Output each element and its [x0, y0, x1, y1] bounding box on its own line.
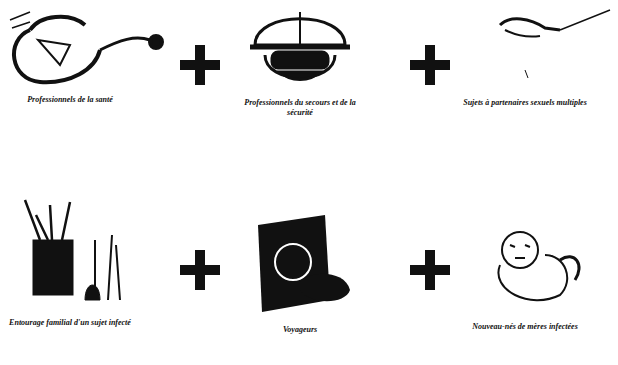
pens: [25, 200, 70, 240]
passport-drawing: [258, 215, 350, 312]
passport-emblem: [275, 244, 311, 280]
hand-detail: [525, 70, 528, 78]
baby-head: [502, 232, 538, 268]
goggles: [272, 52, 328, 68]
hand-outline: [505, 30, 540, 37]
stethoscope-chest-piece: [150, 36, 162, 48]
face-mask: [280, 72, 320, 80]
caption-label: Voyageurs: [235, 325, 365, 335]
plus-symbol: [425, 250, 435, 290]
caption-label: Sujets à partenaires sexuels multiples: [460, 98, 590, 108]
helmet-ridge: [299, 12, 301, 44]
caption-label: Professionnels du secours et de la sécur…: [235, 98, 365, 118]
caption-label: Nouveau-nés de mères infectées: [460, 322, 590, 332]
helmet-drawing: [250, 12, 350, 80]
stethoscope-tube: [100, 38, 150, 50]
small-bottle: [85, 285, 100, 300]
plus-symbol: [425, 45, 435, 85]
hand-drawing: [500, 10, 610, 78]
hand-outline: [500, 19, 560, 30]
stethoscope-earpiece: [10, 12, 30, 28]
stethoscope-tube: [30, 17, 85, 30]
baby-body: [498, 255, 567, 300]
sunglasses: [300, 274, 350, 301]
plus-symbol: [195, 45, 205, 85]
caption-label: Professionnels de la santé: [0, 95, 140, 105]
stethoscope-detail: [38, 40, 70, 65]
stethoscope-drawing: [10, 12, 162, 82]
arm-line: [560, 10, 610, 30]
blanket: [560, 257, 579, 280]
stethoscope-tube: [14, 30, 100, 82]
helmet-brim: [250, 45, 350, 50]
cup: [33, 240, 73, 295]
baby-drawing: [498, 232, 579, 300]
caption-label: Entourage familial d'un sujet infecté: [0, 318, 140, 328]
plus-symbol: [195, 250, 205, 290]
pen-cup-drawing: [25, 200, 120, 300]
baby-face: [510, 245, 530, 258]
